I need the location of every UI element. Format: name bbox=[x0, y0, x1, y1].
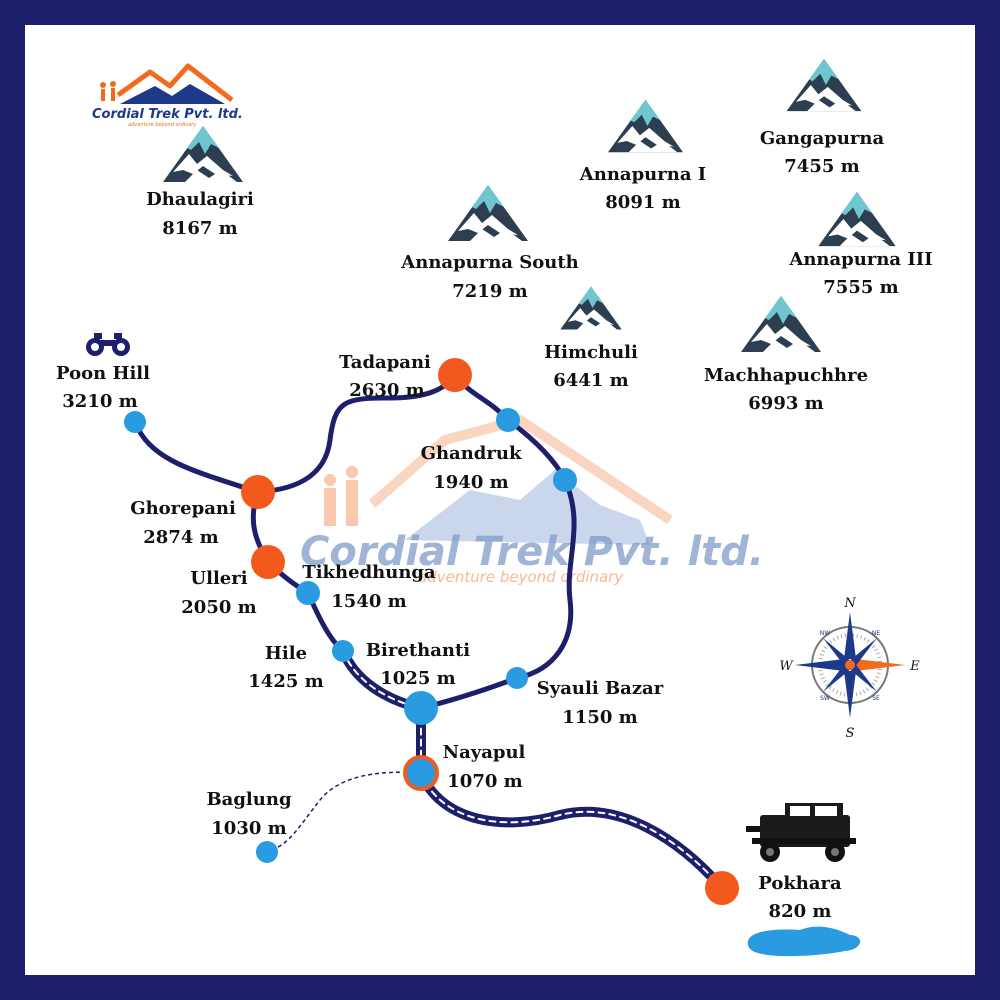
road-birethanti-nayapul-pokhara bbox=[342, 650, 723, 889]
map-canvas: Cordial Trek Pvt. ltd. adventure beyond … bbox=[56, 58, 933, 957]
place-label-pokhara: Pokhara bbox=[758, 873, 842, 894]
himchuli-peak-icon bbox=[560, 286, 622, 330]
peak-label-dhaulagiri: Dhaulagiri bbox=[146, 189, 254, 210]
stop-nayapul[interactable] bbox=[403, 755, 439, 791]
binoculars-icon bbox=[86, 333, 130, 356]
place-elevation-tikhedhunga: 1540 m bbox=[331, 591, 406, 612]
compass-rose: N S E W NW NE SW SE bbox=[779, 596, 920, 741]
stop-poon-hill[interactable] bbox=[124, 411, 146, 433]
peak-elevation-himchuli: 6441 m bbox=[553, 370, 628, 391]
peak-label-machhapuchhre: Machhapuchhre bbox=[704, 365, 868, 386]
place-elevation-syauli-bazar: 1150 m bbox=[562, 707, 637, 728]
compass-nw: NW bbox=[820, 630, 830, 637]
place-elevation-nayapul: 1070 m bbox=[447, 771, 522, 792]
place-elevation-poon-hill: 3210 m bbox=[62, 391, 137, 412]
compass-sw: SW bbox=[820, 695, 830, 702]
watermark-mountain-icon bbox=[405, 470, 650, 545]
peak-label-annapurna-i: Annapurna I bbox=[579, 164, 706, 185]
place-label-tadapani: Tadapani bbox=[339, 352, 431, 373]
route-poon-hill-ghorepani bbox=[132, 419, 261, 495]
stop-hile[interactable] bbox=[332, 640, 354, 662]
peak-label-annapurna-iii: Annapurna III bbox=[788, 249, 932, 270]
peak-label-himchuli: Himchuli bbox=[544, 342, 638, 363]
stop-birethanti[interactable] bbox=[404, 691, 438, 725]
peak-elevation-dhaulagiri: 8167 m bbox=[162, 218, 237, 239]
trek-route-map: Cordial Trek Pvt. ltd. adventure beyond … bbox=[25, 25, 975, 975]
stop-baglung[interactable] bbox=[256, 841, 278, 863]
place-label-ulleri: Ulleri bbox=[190, 568, 247, 589]
compass-se: SE bbox=[872, 695, 880, 702]
watermark-tagline: adventure beyond ordinary bbox=[418, 568, 624, 586]
place-elevation-ghorepani: 2874 m bbox=[143, 527, 218, 548]
route-ghorepani-tadapani bbox=[255, 372, 458, 495]
watermark-name: Cordial Trek Pvt. ltd. bbox=[300, 529, 764, 575]
watermark: Cordial Trek Pvt. ltd. adventure beyond … bbox=[300, 415, 764, 586]
compass-ne: NE bbox=[872, 630, 880, 637]
place-label-nayapul: Nayapul bbox=[443, 742, 526, 763]
stop-ulleri[interactable] bbox=[251, 545, 285, 579]
logo-hikers-icon bbox=[100, 81, 116, 101]
place-label-hile: Hile bbox=[265, 643, 307, 664]
jeep-icon bbox=[746, 803, 856, 862]
place-elevation-baglung: 1030 m bbox=[211, 818, 286, 839]
place-elevation-ulleri: 2050 m bbox=[181, 597, 256, 618]
watermark-hikers-icon bbox=[324, 466, 358, 526]
place-label-baglung: Baglung bbox=[206, 789, 291, 810]
peak-label-gangapurna: Gangapurna bbox=[760, 128, 885, 149]
logo-name: Cordial Trek Pvt. ltd. bbox=[92, 107, 243, 122]
stop-tadapani[interactable] bbox=[438, 358, 472, 392]
route-ghandruk-syauli bbox=[505, 417, 577, 681]
place-label-poon-hill: Poon Hill bbox=[56, 363, 150, 384]
route-nayapul-baglung bbox=[266, 771, 422, 853]
place-elevation-birethanti: 1025 m bbox=[380, 668, 455, 689]
place-elevation-pokhara: 820 m bbox=[769, 901, 832, 922]
annapurna-iii-peak-icon bbox=[818, 191, 896, 247]
place-label-ghorepani: Ghorepani bbox=[130, 498, 236, 519]
compass-w: W bbox=[779, 659, 794, 674]
stop-pokhara[interactable] bbox=[705, 871, 739, 905]
compass-needle-east bbox=[856, 659, 905, 671]
peak-elevation-annapurna-i: 8091 m bbox=[605, 192, 680, 213]
company-logo: Cordial Trek Pvt. ltd. adventure beyond … bbox=[92, 63, 243, 128]
logo-ridge-icon bbox=[116, 63, 234, 102]
watermark-ridge-icon bbox=[368, 415, 673, 525]
stop-ghandruk[interactable] bbox=[496, 408, 520, 432]
place-label-birethanti: Birethanti bbox=[366, 640, 470, 661]
road-sections bbox=[338, 646, 727, 893]
place-label-syauli-bazar: Syauli Bazar bbox=[537, 678, 664, 699]
place-elevation-ghandruk: 1940 m bbox=[433, 472, 508, 493]
compass-needle-west bbox=[795, 659, 844, 671]
compass-needle-north bbox=[844, 612, 856, 659]
compass-n: N bbox=[843, 596, 856, 611]
peak-label-annapurna-south: Annapurna South bbox=[400, 252, 578, 273]
peak-elevation-annapurna-iii: 7555 m bbox=[823, 277, 898, 298]
annapurna-south-peak-icon bbox=[448, 185, 528, 241]
place-elevation-tadapani: 2630 m bbox=[349, 380, 424, 401]
compass-e: E bbox=[909, 659, 920, 674]
compass-s: S bbox=[846, 726, 855, 741]
place-elevation-hile: 1425 m bbox=[248, 671, 323, 692]
stop-syauli-bazar[interactable] bbox=[506, 667, 528, 689]
peak-elevation-annapurna-south: 7219 m bbox=[452, 281, 527, 302]
place-label-ghandruk: Ghandruk bbox=[421, 443, 522, 464]
peak-elevation-machhapuchhre: 6993 m bbox=[748, 393, 823, 414]
logo-mountain-icon bbox=[120, 84, 225, 104]
peak-elevation-gangapurna: 7455 m bbox=[784, 156, 859, 177]
stop-ghorepani[interactable] bbox=[241, 475, 275, 509]
dhaulagiri-peak-icon bbox=[163, 126, 243, 182]
logo-tagline: adventure beyond ordinary bbox=[128, 122, 197, 128]
machhapuchhre-peak-icon bbox=[741, 296, 821, 352]
compass-needle-south bbox=[844, 671, 856, 718]
stop-tikhedhunga[interactable] bbox=[296, 581, 320, 605]
lake-icon bbox=[747, 926, 861, 957]
stop-ghandruk-2[interactable] bbox=[553, 468, 577, 492]
gangapurna-peak-icon bbox=[786, 58, 862, 112]
place-label-tikhedhunga: Tikhedhunga bbox=[302, 562, 436, 583]
annapurna-i-peak-icon bbox=[608, 99, 683, 153]
